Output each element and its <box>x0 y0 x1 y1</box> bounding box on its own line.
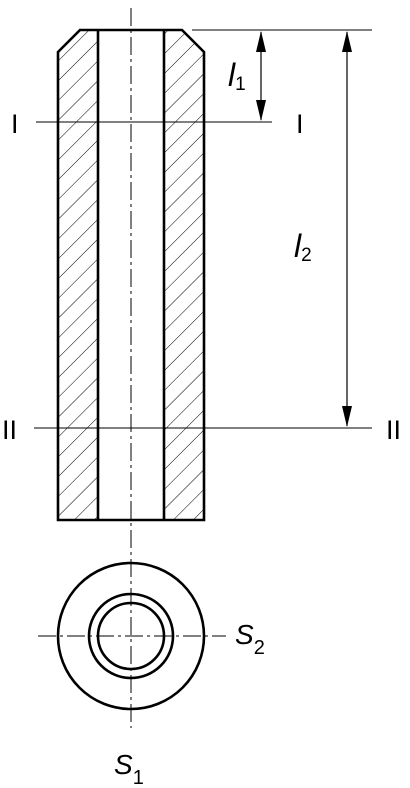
axis-s2-letter: S <box>235 619 254 650</box>
left-wall-hatch <box>58 30 98 520</box>
dimension-l1-letter: l <box>228 57 236 93</box>
dimension-l2-letter: l <box>294 228 302 264</box>
dimension-l1 <box>256 31 266 121</box>
right-wall-hatch <box>164 30 204 520</box>
dimension-l2-subscript: 2 <box>301 245 312 266</box>
section-2-left-label: II <box>2 415 17 445</box>
dimension-l2-label: l2 <box>294 228 312 266</box>
dimension-l1-label: l1 <box>228 57 246 95</box>
middle-circle <box>87 592 175 680</box>
axis-s1-letter: S <box>114 749 133 780</box>
sleeve-section-outline <box>56 28 206 522</box>
section-1-right-label: I <box>296 109 304 139</box>
section-2-right-label: II <box>386 415 401 445</box>
section-1-left-label: I <box>11 109 19 139</box>
outer-circle <box>56 561 206 711</box>
inner-circle <box>96 601 166 671</box>
axis-s2-label: S2 <box>235 619 265 659</box>
axis-s1-label: S1 <box>114 749 144 788</box>
end-view <box>56 561 206 711</box>
axis-s1-subscript: 1 <box>133 767 144 788</box>
dimension-l1-subscript: 1 <box>235 74 246 95</box>
axis-s2-subscript: 2 <box>254 637 265 659</box>
dimension-l2 <box>342 31 352 427</box>
